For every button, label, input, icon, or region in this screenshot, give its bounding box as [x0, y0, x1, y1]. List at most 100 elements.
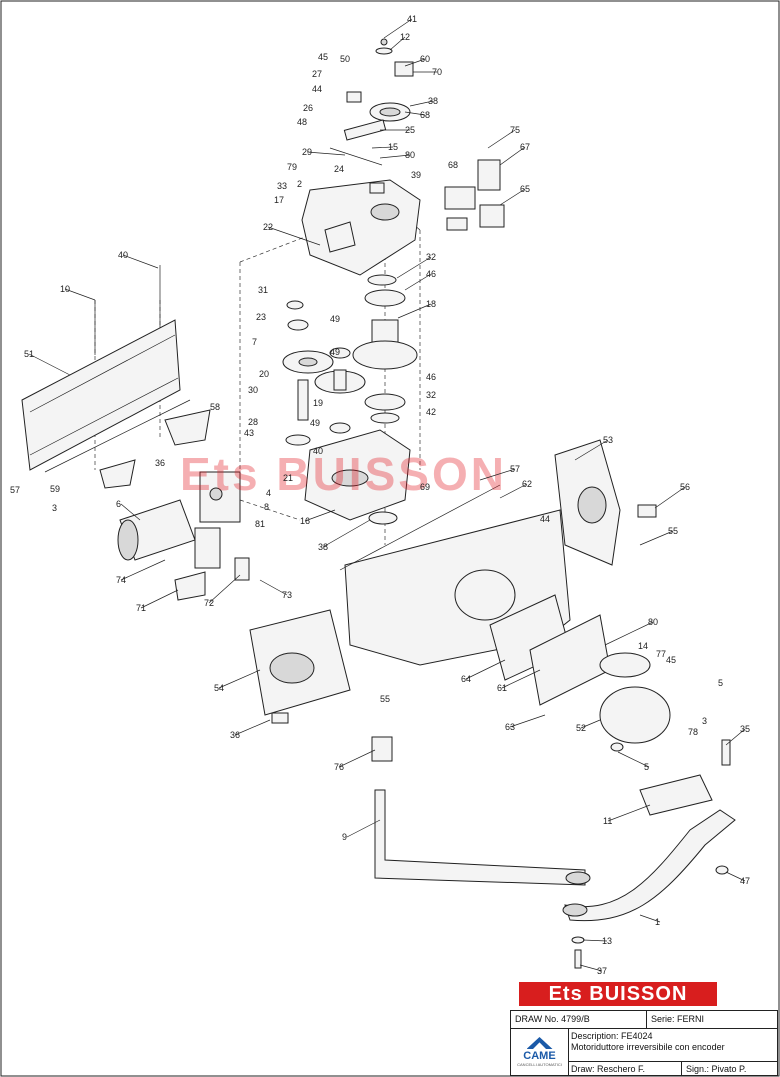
signature: Sign.: Pivato P. — [681, 1062, 750, 1076]
part-callout-74: 74 — [116, 575, 126, 585]
leader-line — [218, 669, 261, 689]
part-callout-44: 44 — [540, 514, 550, 524]
encoder-group — [444, 159, 505, 231]
leader-line — [639, 914, 661, 923]
leader-line — [404, 111, 426, 116]
leader-line — [499, 483, 528, 499]
part-callout-51: 51 — [24, 349, 34, 359]
leader-line — [582, 939, 608, 942]
leader-line — [574, 439, 609, 461]
title-block-footer: Draw: Reschero F. Sign.: Pivato P. — [569, 1061, 777, 1076]
part-callout-17: 17 — [274, 195, 284, 205]
part-callout-35: 35 — [740, 724, 750, 734]
part-callout-14: 14 — [638, 641, 648, 651]
leader-line — [580, 719, 601, 729]
part-callout-5: 5 — [644, 762, 649, 772]
came-logo-icon — [526, 1037, 553, 1049]
leader-line — [306, 151, 346, 156]
part-callout-36: 36 — [230, 730, 240, 740]
leader-line — [267, 226, 321, 246]
leader-line — [379, 154, 411, 159]
description-line-1: Description: FE4024 — [571, 1031, 653, 1041]
part-callout-22: 22 — [263, 222, 273, 232]
leader-line — [322, 519, 371, 548]
rear-cover — [249, 609, 351, 724]
part-callout-38: 38 — [428, 96, 438, 106]
lever-arms — [371, 736, 736, 969]
part-callout-47: 47 — [740, 876, 750, 886]
part-callout-65: 65 — [520, 184, 530, 194]
front-cover — [554, 439, 657, 566]
description: Description: FE4024 Motoriduttore irreve… — [571, 1031, 777, 1059]
part-callout-78: 78 — [688, 727, 698, 737]
logo-subtext: CANCELLI AUTOMATICI — [517, 1062, 562, 1067]
part-callout-7: 7 — [252, 337, 257, 347]
part-callout-42: 42 — [426, 407, 436, 417]
part-callout-33: 33 — [277, 181, 287, 191]
part-callout-9: 9 — [342, 832, 347, 842]
inner-panels — [489, 594, 671, 744]
part-callout-63: 63 — [505, 722, 515, 732]
part-callout-15: 15 — [388, 142, 398, 152]
electric-motor — [117, 471, 241, 561]
part-callout-25: 25 — [405, 125, 415, 135]
part-callout-12: 12 — [400, 32, 410, 42]
gearbox-top-housing — [301, 179, 421, 276]
part-callout-43: 43 — [244, 428, 254, 438]
part-callout-10: 10 — [60, 284, 70, 294]
part-callout-18: 18 — [426, 299, 436, 309]
part-callout-64: 64 — [461, 674, 471, 684]
part-callout-29: 29 — [302, 147, 312, 157]
leader-line — [479, 468, 516, 481]
part-callout-2: 2 — [297, 179, 302, 189]
part-callout-11: 11 — [603, 816, 612, 826]
leader-line — [396, 256, 432, 279]
part-callout-67: 67 — [520, 142, 530, 152]
title-block: DRAW No. 4799/B Serie: FERNI CAME CANCEL… — [510, 1010, 778, 1076]
leader-line — [64, 288, 96, 301]
leader-line — [509, 714, 546, 728]
part-callout-61: 61 — [497, 683, 507, 693]
motor-accessories — [174, 527, 250, 601]
logo-text: CAME — [523, 1050, 556, 1062]
leader-line — [409, 100, 434, 107]
leader-line — [397, 303, 432, 319]
leader-line — [725, 871, 746, 882]
mounting-plates — [99, 409, 211, 489]
part-callout-16: 16 — [300, 516, 310, 526]
part-callout-56: 56 — [680, 482, 690, 492]
part-callout-8: 8 — [264, 502, 269, 512]
part-callout-38: 38 — [318, 542, 328, 552]
part-callout-54: 54 — [214, 683, 224, 693]
part-callout-50: 50 — [340, 54, 350, 64]
part-callout-26: 26 — [303, 103, 313, 113]
part-callout-79: 79 — [287, 162, 297, 172]
leader-line — [28, 353, 71, 376]
part-callout-48: 48 — [297, 117, 307, 127]
drawn-by: Draw: Reschero F. — [571, 1064, 646, 1074]
leader-line — [499, 188, 526, 206]
gearbox-bottom-housing — [304, 429, 411, 525]
brand-banner: Ets BUISSON — [519, 982, 717, 1006]
part-callout-20: 20 — [259, 369, 269, 379]
part-callout-77: 77 — [656, 649, 666, 659]
part-callout-60: 60 — [420, 54, 430, 64]
rear-bracket-rail — [21, 319, 191, 473]
part-callout-13: 13 — [602, 936, 612, 946]
leader-line — [617, 751, 650, 768]
part-callout-49: 49 — [330, 347, 340, 357]
leader-line — [234, 719, 271, 736]
leader-line — [259, 579, 288, 596]
part-callout-76: 76 — [334, 762, 344, 772]
leader-line — [371, 146, 394, 149]
leader-line — [338, 749, 376, 768]
part-callout-32: 32 — [426, 252, 436, 262]
leader-line — [487, 129, 516, 149]
came-logo: CAME CANCELLI AUTOMATICI — [511, 1029, 569, 1075]
part-callout-32: 32 — [426, 390, 436, 400]
part-callout-30: 30 — [248, 385, 258, 395]
part-callout-71: 71 — [136, 603, 146, 613]
part-callout-41: 41 — [407, 14, 417, 24]
